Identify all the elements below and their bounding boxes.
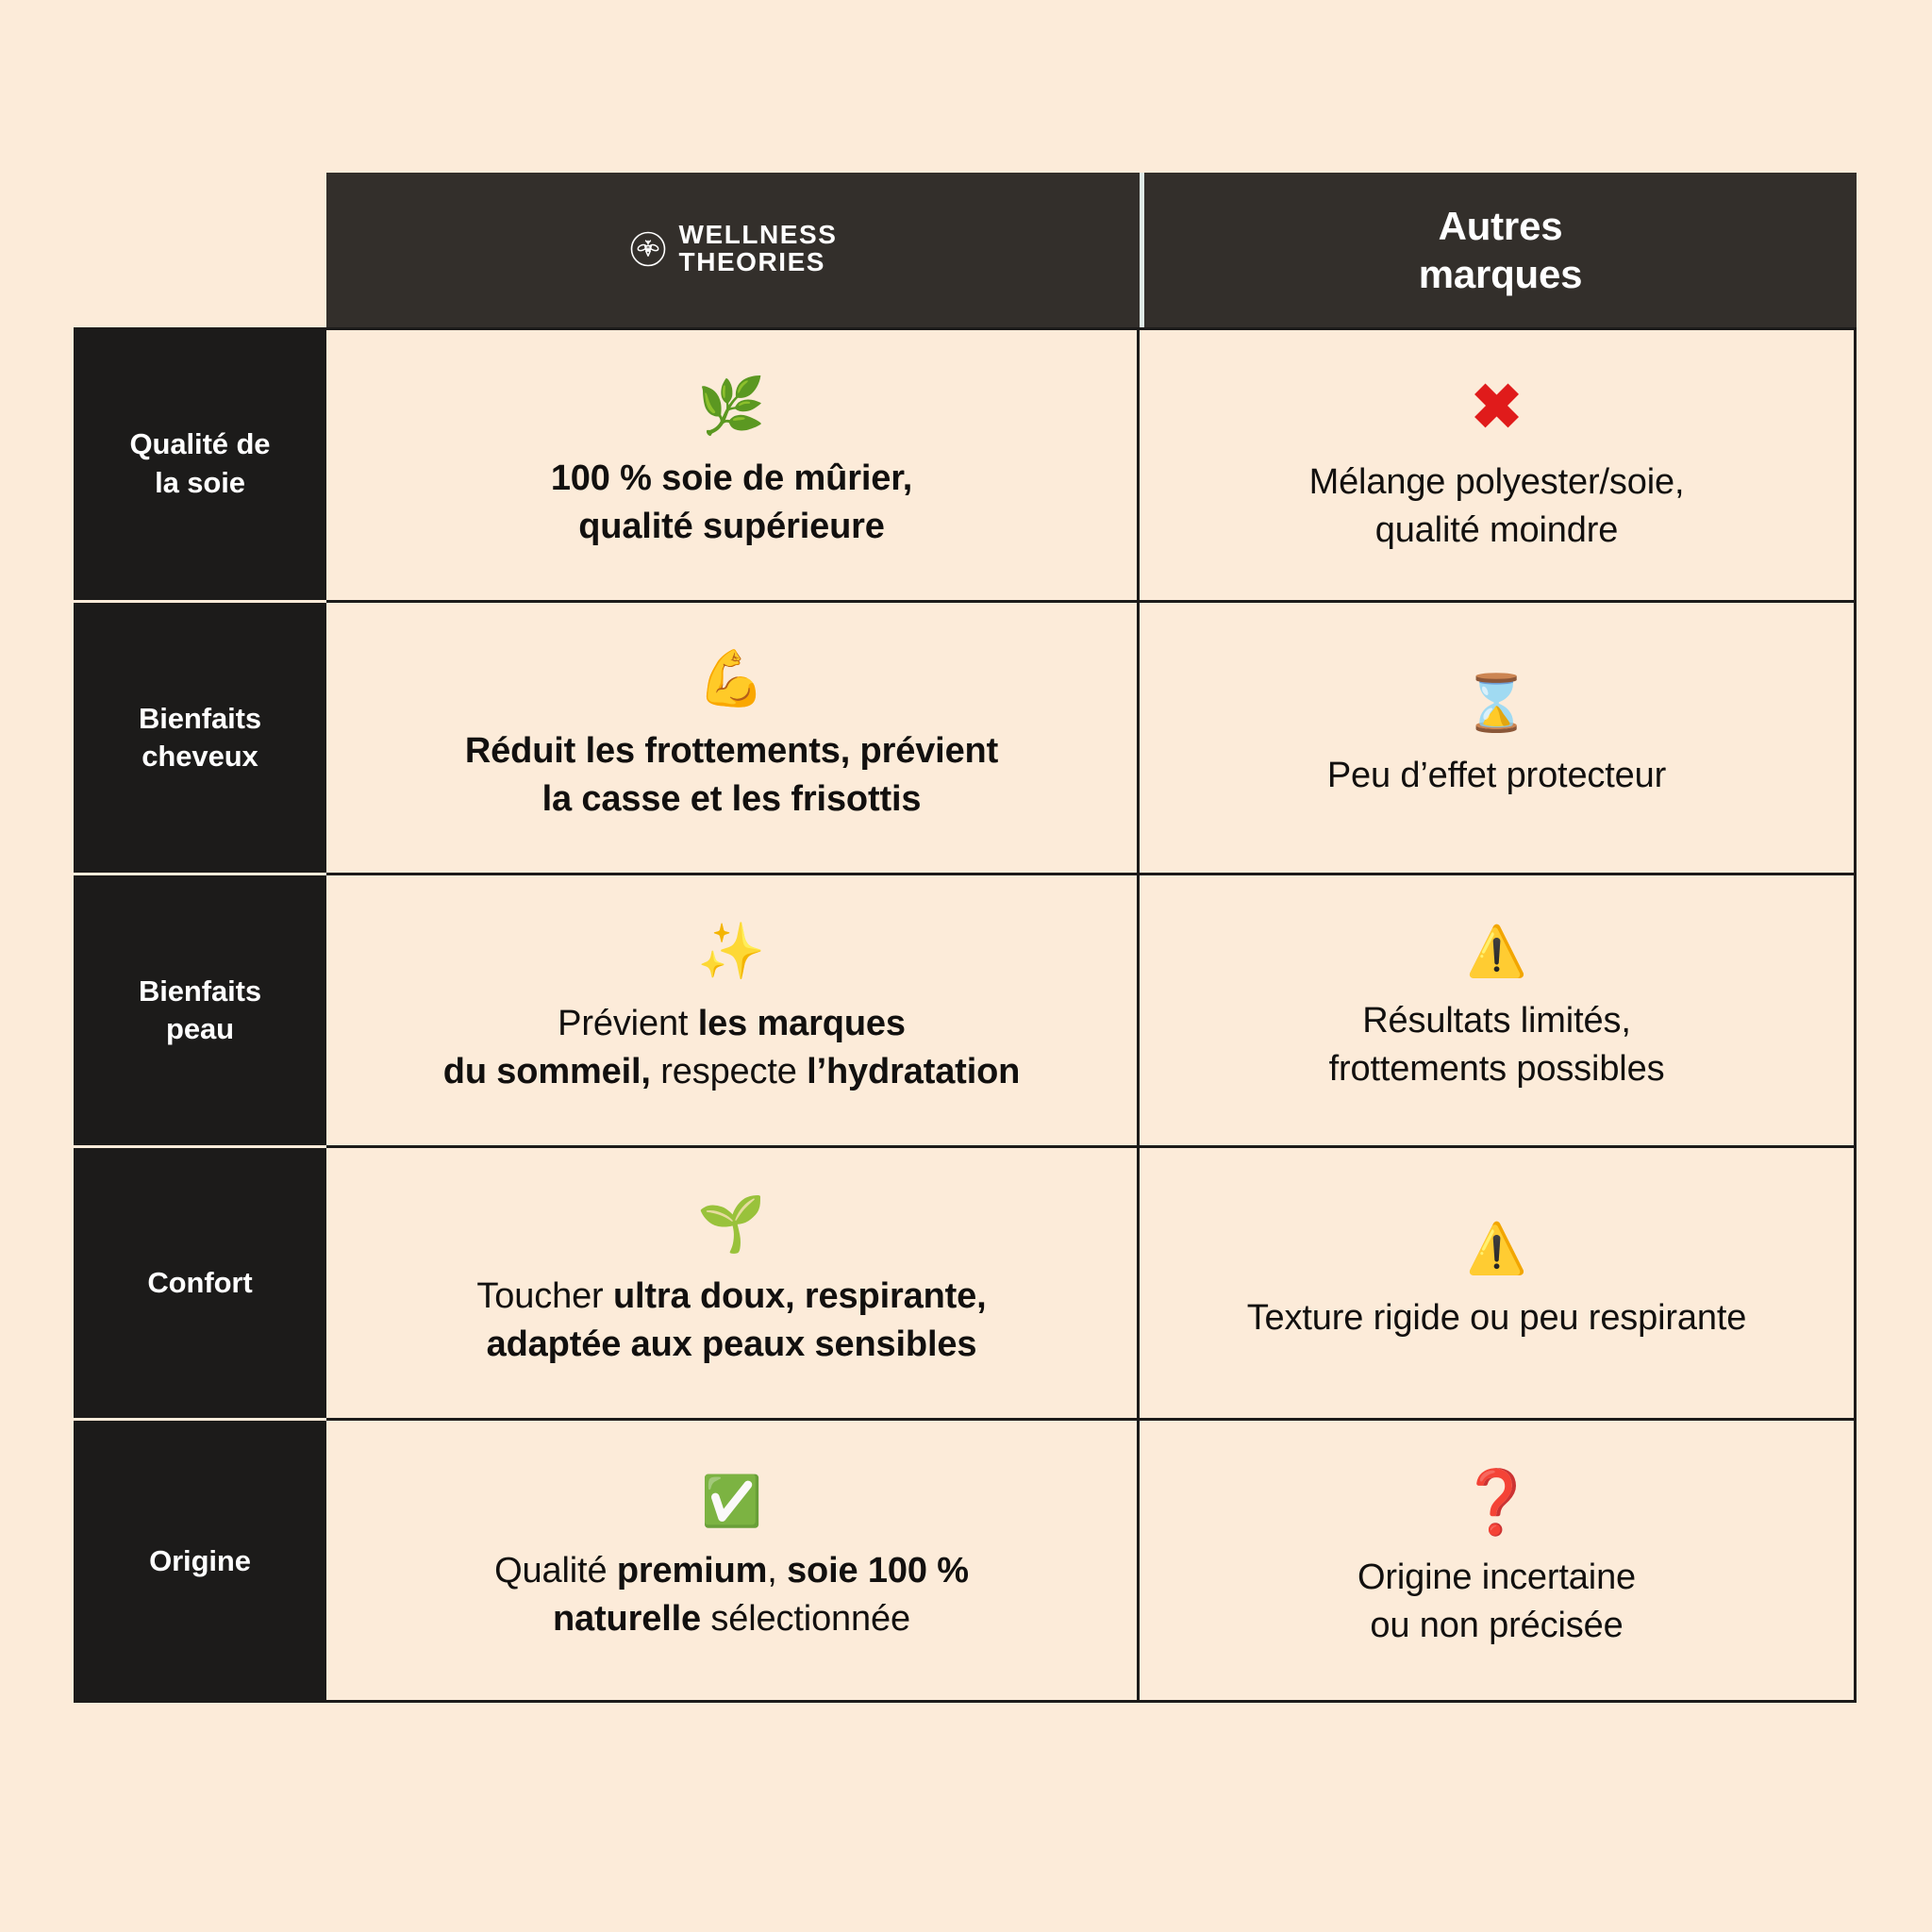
logo-line-1: WELLNESS [678, 220, 838, 250]
row-label-text: Qualité de la soie [130, 425, 271, 502]
row-label-line-2: cheveux [142, 740, 258, 773]
row-label-line-1: Qualité de [129, 427, 271, 461]
other-brands-title: Autres marques [1419, 202, 1583, 298]
row-label-text: Confort [147, 1265, 253, 1299]
cell-theirs-text: Mélange polyester/soie,qualité moindre [1308, 462, 1685, 550]
warning-triangle-emoji-icon: ⚠️ [1466, 1221, 1527, 1276]
cell-ours-origine: ✅ Qualité premium, soie 100 %naturelle s… [326, 1418, 1140, 1703]
header-cell-other-brands: Autres marques [1140, 173, 1857, 327]
cell-ours-confort: 🌱 Toucher ultra doux, respirante,adaptée… [326, 1145, 1140, 1418]
row-label-bienfaits-cheveux: Bienfaits cheveux [74, 600, 326, 873]
wellness-theories-logo: WELLNESS THEORIES [629, 220, 838, 276]
cell-ours-text: Qualité premium, soie 100 %naturelle sél… [494, 1551, 969, 1639]
cell-ours-qualite-de-la-soie: 🌿 100 % soie de mûrier,qualité supérieur… [326, 327, 1140, 600]
header-cell-wellness-theories: WELLNESS THEORIES [326, 173, 1140, 327]
comparison-table: WELLNESS THEORIES Autres marques Qualité… [74, 173, 1857, 1703]
red-question-mark-icon: ❓ [1457, 1467, 1536, 1538]
cell-theirs-bienfaits-peau: ⚠️ Résultats limités,frottements possibl… [1140, 873, 1857, 1145]
logo-wordmark: WELLNESS THEORIES [678, 220, 838, 276]
row-label-line-1: Bienfaits [138, 974, 262, 1008]
row-label-bienfaits-peau: Bienfaits peau [74, 873, 326, 1145]
green-check-mark-emoji-icon: ✅ [701, 1474, 762, 1530]
row-label-confort: Confort [74, 1145, 326, 1418]
seedling-emoji-icon: 🌱 [697, 1193, 766, 1256]
herb-emoji-icon: 🌿 [697, 375, 766, 438]
bee-circle-icon [629, 230, 667, 268]
row-label-line-2: peau [166, 1012, 234, 1045]
cell-theirs-bienfaits-cheveux: ⌛ Peu d’effet protecteur [1140, 600, 1857, 873]
sparkles-emoji-icon: ✨ [697, 921, 766, 983]
row-label-text: Origine [149, 1544, 251, 1578]
cell-ours-text: Toucher ultra doux, respirante,adaptée a… [476, 1276, 987, 1364]
red-cross-mark-icon: ✖ [1470, 372, 1524, 442]
warning-triangle-emoji-icon: ⚠️ [1466, 924, 1527, 980]
cell-theirs-confort: ⚠️ Texture rigide ou peu respirante [1140, 1145, 1857, 1418]
cell-theirs-qualite-de-la-soie: ✖ Mélange polyester/soie,qualité moindre [1140, 327, 1857, 600]
row-label-line-1: Bienfaits [138, 701, 262, 735]
row-label-text: Bienfaits cheveux [139, 700, 261, 776]
flexed-biceps-emoji-icon: 💪 [697, 648, 766, 710]
row-label-qualite-de-la-soie: Qualité de la soie [74, 327, 326, 600]
row-label-line-2: la soie [155, 465, 245, 499]
cell-ours-text: 100 % soie de mûrier,qualité supérieure [550, 458, 913, 546]
row-label-origine: Origine [74, 1418, 326, 1703]
header-corner-spacer [74, 173, 326, 327]
cell-theirs-text: Texture rigide ou peu respirante [1246, 1297, 1747, 1338]
hourglass-emoji-icon: ⌛ [1462, 672, 1531, 734]
row-label-text: Bienfaits peau [139, 973, 261, 1049]
cell-theirs-text: Résultats limités,frottements possibles [1328, 1001, 1665, 1089]
cell-theirs-text: Peu d’effet protecteur [1326, 755, 1667, 795]
other-brands-line-1: Autres [1438, 203, 1563, 248]
other-brands-line-2: marques [1418, 252, 1583, 296]
logo-line-2: THEORIES [678, 247, 825, 276]
